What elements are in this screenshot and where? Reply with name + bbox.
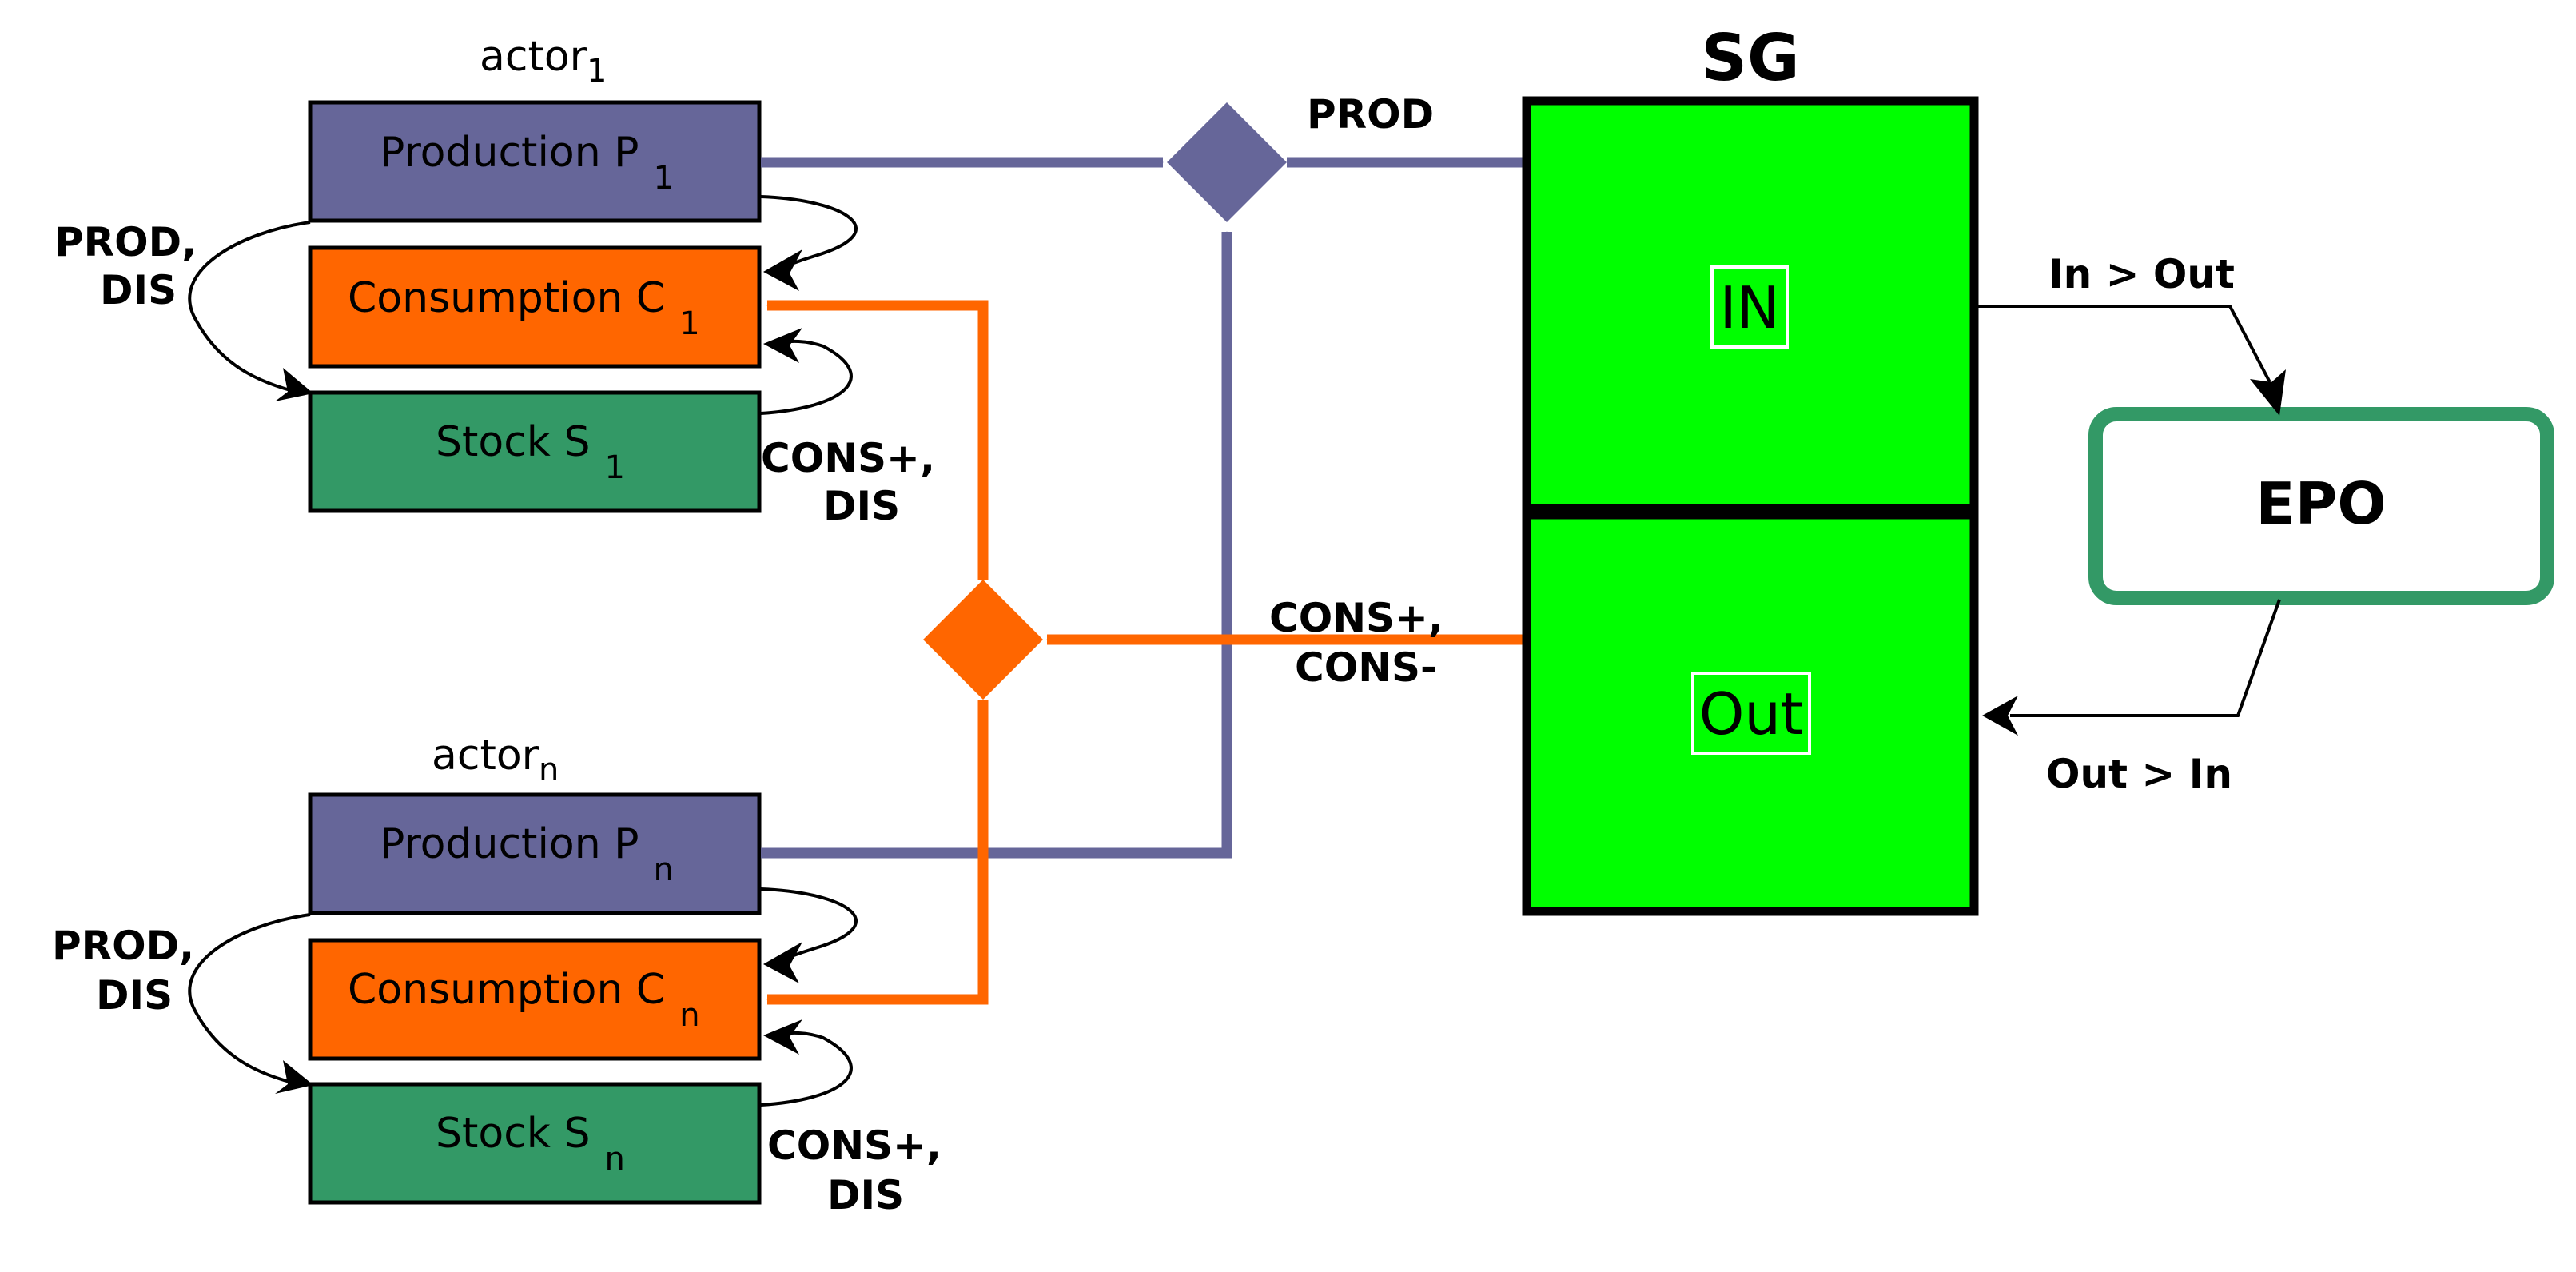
actor-n-group: actorn Production Pn Consumption Cn Stoc…: [52, 732, 942, 1218]
consumption-label-1: Consumption C1: [348, 274, 700, 342]
actor-1-label: actor1: [480, 33, 607, 90]
flow-prod-n-to-hub: [761, 231, 1232, 859]
prod-dis-label-1-line2: DIS: [100, 267, 177, 313]
production-box-n: [308, 792, 762, 915]
epo-group: EPO In > Out Out > In: [1976, 251, 2554, 797]
sg-out-label: Out: [1699, 680, 1804, 748]
loop-arrow-prod-dis-1: [188, 221, 311, 395]
loop-arrow-stock-cons-n: [760, 1031, 853, 1107]
cons-dis-label-n-line1: CONS+,: [767, 1122, 942, 1169]
loop-arrowhead-prod-dis-1: [275, 368, 313, 401]
consumption-label-n: Consumption Cn: [348, 966, 700, 1034]
prod-dis-label-1-line1: PROD,: [54, 219, 197, 265]
flow-cons-hub-to-cn: [766, 700, 989, 1005]
arrow-epo-to-sg-out: [2010, 599, 2281, 717]
consumption-box-1: [308, 245, 762, 369]
arrow-sg-in-to-epo: [1976, 305, 2271, 383]
actor-1-group: actor1 Production P1 Consumption C1 Stoc…: [54, 33, 935, 529]
prod-hub-diamond: [1167, 102, 1287, 222]
sg-in-label: IN: [1719, 274, 1779, 341]
epo-label: EPO: [2255, 470, 2386, 537]
prod-dis-label-n-line1: PROD,: [52, 923, 194, 969]
loop-arrow-prod-cons-n: [760, 887, 858, 966]
loop-arrowhead-prod-cons-n: [763, 942, 802, 983]
cons-dis-label-1-line1: CONS+,: [761, 435, 935, 481]
sg-out-box: [1522, 510, 1979, 916]
production-label-n: Production Pn: [380, 820, 674, 888]
loop-arrow-stock-cons-1: [760, 339, 853, 415]
sg-in-box: [1522, 96, 1979, 513]
cons-hub-diamond: [923, 580, 1043, 700]
loop-arrow-prod-cons-1: [760, 195, 858, 273]
flow-cons-hub-to-c1: [766, 300, 989, 580]
in-gt-out-label: In > Out: [2048, 251, 2235, 297]
sg-in-label-frame: [1710, 265, 1789, 349]
stock-label-n: Stock Sn: [436, 1110, 625, 1178]
prod-dis-label-n-line2: DIS: [96, 972, 173, 1019]
production-label-1: Production P1: [380, 129, 674, 197]
prod-flow-label: PROD: [1307, 91, 1434, 138]
actor-n-label: actorn: [432, 732, 559, 788]
epo-box: [2088, 407, 2554, 605]
loop-arrowhead-prod-dis-n: [275, 1060, 313, 1094]
stock-label-1: Stock S1: [436, 418, 625, 486]
arrowhead-sg-in-to-epo: [2250, 369, 2286, 416]
production-box-1: [308, 100, 762, 223]
cons-flow-label-line1: CONS+,: [1269, 595, 1443, 641]
cons-flow-label-line2: CONS-: [1295, 644, 1437, 691]
cons-dis-label-n-line2: DIS: [827, 1172, 904, 1218]
loop-arrowhead-prod-cons-1: [763, 249, 802, 291]
loop-arrow-prod-dis-n: [188, 913, 311, 1087]
consumption-flows: CONS+, CONS-: [766, 300, 1527, 1005]
sg-out-label-frame: [1691, 672, 1811, 755]
out-gt-in-label: Out > In: [2046, 751, 2232, 797]
cons-dis-label-1-line2: DIS: [823, 483, 900, 529]
loop-arrowhead-stock-cons-1: [763, 328, 802, 363]
stock-box-n: [308, 1082, 762, 1205]
stock-box-1: [308, 390, 762, 513]
arrowhead-epo-to-sg-out: [1982, 696, 2018, 736]
production-flows: PROD: [761, 91, 1523, 859]
consumption-box-n: [308, 938, 762, 1061]
loop-arrowhead-stock-cons-n: [763, 1019, 802, 1055]
sg-title: SG: [1701, 21, 1799, 95]
sg-group: SG IN Out: [1522, 21, 1979, 916]
